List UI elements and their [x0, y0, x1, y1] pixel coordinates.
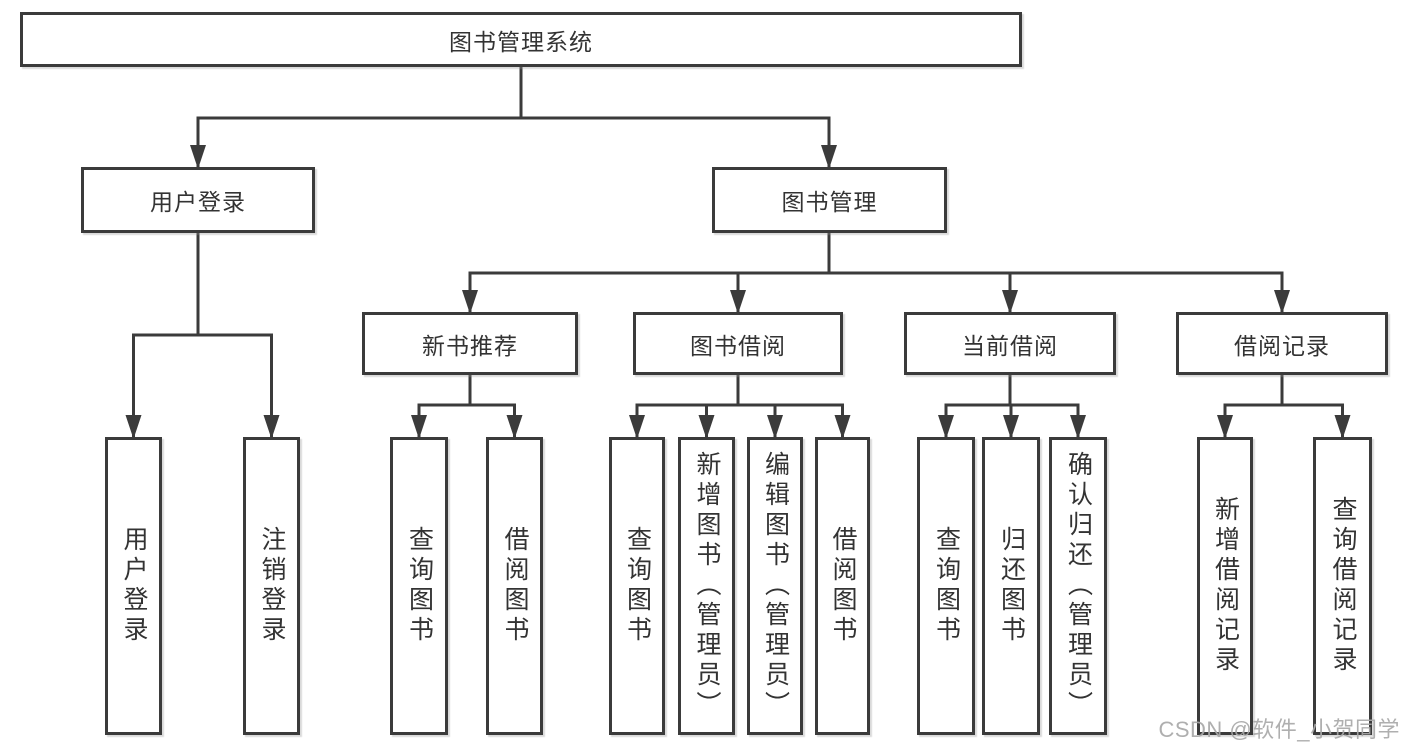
node-label: 查询借阅记录: [1329, 496, 1357, 676]
node-current-borrow: 当前借阅: [904, 312, 1116, 375]
node-label: 新增借阅记录: [1211, 496, 1240, 676]
node-label: 新增图书（管理员）: [693, 451, 721, 721]
node-label: 当前借阅: [962, 332, 1058, 359]
connector-current-group: [938, 375, 1086, 439]
node-label: 图书管理系统: [449, 28, 593, 55]
connector-records-group: [1217, 375, 1351, 439]
node-label: 用户登录: [150, 189, 246, 215]
node-label: 编辑图书（管理员）: [761, 451, 790, 721]
node-label: 借阅图书: [501, 526, 529, 646]
node-borrow-records: 借阅记录: [1176, 312, 1388, 375]
node-label: 借阅记录: [1234, 332, 1330, 359]
leaf-user-login: 用户登录: [105, 437, 162, 735]
node-label: 查询图书: [405, 526, 434, 646]
node-label: 归还图书: [997, 526, 1026, 646]
connector-root-to-level2: [190, 67, 837, 169]
leaf-query-books-recommend: 查询图书: [390, 437, 448, 735]
leaf-logout: 注销登录: [243, 437, 300, 735]
node-label: 用户登录: [120, 526, 148, 646]
node-root-system: 图书管理系统: [20, 12, 1022, 67]
csdn-watermark: CSDN @软件_小贺同学: [1158, 717, 1400, 742]
node-label: 查询图书: [623, 526, 652, 646]
leaf-borrow-books-recommend: 借阅图书: [486, 437, 543, 735]
connector-login-group: [125, 233, 280, 439]
node-book-manage: 图书管理: [712, 167, 947, 233]
connector-manage-to-level3: [462, 233, 1290, 314]
leaf-return-book: 归还图书: [982, 437, 1040, 735]
node-label: 借阅图书: [829, 526, 857, 646]
leaf-query-books-borrow: 查询图书: [609, 437, 665, 735]
leaf-borrow-books: 借阅图书: [815, 437, 870, 735]
node-label: 图书管理: [781, 189, 878, 215]
node-label: 查询图书: [932, 526, 961, 646]
leaf-query-borrow-record: 查询借阅记录: [1313, 437, 1372, 735]
leaf-confirm-return-admin: 确认归还（管理员）: [1049, 437, 1107, 735]
node-user-login: 用户登录: [81, 167, 315, 233]
node-new-book-recommend: 新书推荐: [362, 312, 578, 375]
node-book-borrow: 图书借阅: [633, 312, 843, 375]
leaf-query-books-current: 查询图书: [917, 437, 975, 735]
leaf-edit-book-admin: 编辑图书（管理员）: [747, 437, 803, 735]
connector-newbook-group: [411, 375, 523, 439]
leaf-add-borrow-record: 新增借阅记录: [1197, 437, 1253, 735]
node-label: 确认归还（管理员）: [1064, 451, 1093, 721]
node-label: 新书推荐: [422, 332, 518, 359]
node-label: 图书借阅: [690, 332, 786, 359]
leaf-add-book-admin: 新增图书（管理员）: [678, 437, 735, 735]
node-label: 注销登录: [258, 526, 286, 646]
connector-borrow-group: [629, 375, 851, 439]
